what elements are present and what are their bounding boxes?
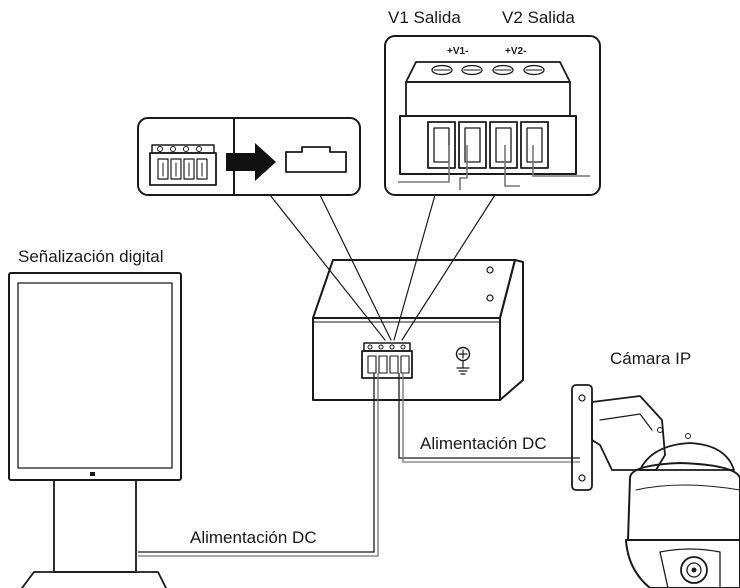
arrow-right-icon bbox=[226, 143, 276, 181]
dc-cable-signage bbox=[138, 373, 379, 557]
digital-signage-device: Señalización digital bbox=[8, 247, 182, 588]
callout-frame-terminal bbox=[384, 35, 601, 196]
callout-pointer-right-a bbox=[393, 194, 436, 341]
v1-output-label: V1 Salida bbox=[388, 8, 461, 27]
terminal-block bbox=[398, 61, 590, 190]
callout-pointer-left-a bbox=[269, 194, 386, 341]
callout-pointer-right-b bbox=[401, 194, 496, 341]
v2-output-label: V2 Salida bbox=[502, 8, 575, 27]
digital-signage-label: Señalización digital bbox=[18, 247, 164, 266]
callout-pointer-left-b bbox=[319, 194, 392, 341]
terminal-detail-callout: V1 Salida V2 Salida +V1- +V2- bbox=[384, 8, 601, 341]
power-supply-unit bbox=[312, 259, 524, 401]
ip-camera-label: Cámara IP bbox=[610, 349, 691, 368]
v1-terminal-label: +V1- bbox=[447, 46, 468, 57]
ground-icon bbox=[455, 346, 471, 375]
callout-frame-insert bbox=[137, 117, 361, 196]
connector-insert-callout bbox=[137, 117, 392, 341]
dc-power-camera-label: Alimentación DC bbox=[420, 434, 547, 453]
dc-cable-camera bbox=[398, 373, 580, 463]
terminal-socket bbox=[285, 146, 347, 173]
ip-camera-device: Cámara IP bbox=[571, 349, 740, 588]
v2-terminal-label: +V2- bbox=[505, 46, 526, 57]
dc-power-signage-label: Alimentación DC bbox=[190, 528, 317, 547]
terminal-plug bbox=[149, 144, 217, 186]
front-terminal-connector bbox=[361, 342, 413, 379]
